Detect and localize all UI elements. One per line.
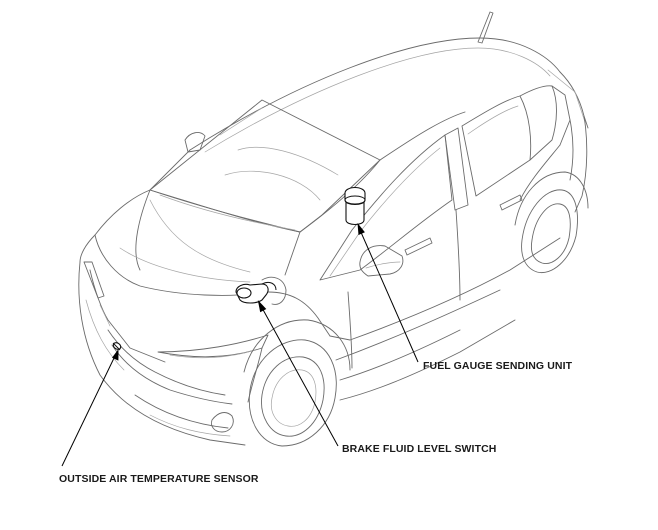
rear-door-handle — [499, 194, 523, 211]
brake-fluid-level-switch-part — [235, 276, 287, 305]
antenna — [477, 11, 494, 44]
front-bumper — [78, 261, 246, 446]
brake-fluid-level-switch-label: BRAKE FLUID LEVEL SWITCH — [342, 443, 496, 455]
outside-air-leader — [61, 349, 119, 467]
outside-air-temperature-sensor-part — [112, 342, 122, 351]
rear-wheel — [514, 171, 589, 274]
rocker-panel — [339, 319, 516, 401]
front-door-handle — [404, 237, 433, 256]
front-side-window — [319, 134, 453, 281]
brake-fluid-leader — [257, 300, 339, 447]
fuel-gauge-sending-unit-part — [344, 186, 366, 226]
body-side — [329, 237, 561, 341]
right-mirror — [359, 245, 404, 277]
left-mirror — [184, 132, 206, 153]
hood — [94, 189, 301, 276]
car-illustration — [78, 11, 589, 447]
outside-air-temperature-sensor-label: OUTSIDE AIR TEMPERATURE SENSOR — [59, 473, 259, 485]
rear-side-window — [461, 95, 532, 197]
front-wheel — [243, 319, 351, 447]
rear-body — [574, 115, 588, 213]
fuel-gauge-leader — [357, 223, 419, 363]
grille — [107, 329, 226, 396]
headlight — [157, 334, 269, 358]
roof-outline — [189, 37, 561, 151]
fuel-gauge-sending-unit-label: FUEL GAUGE SENDING UNIT — [423, 360, 573, 372]
